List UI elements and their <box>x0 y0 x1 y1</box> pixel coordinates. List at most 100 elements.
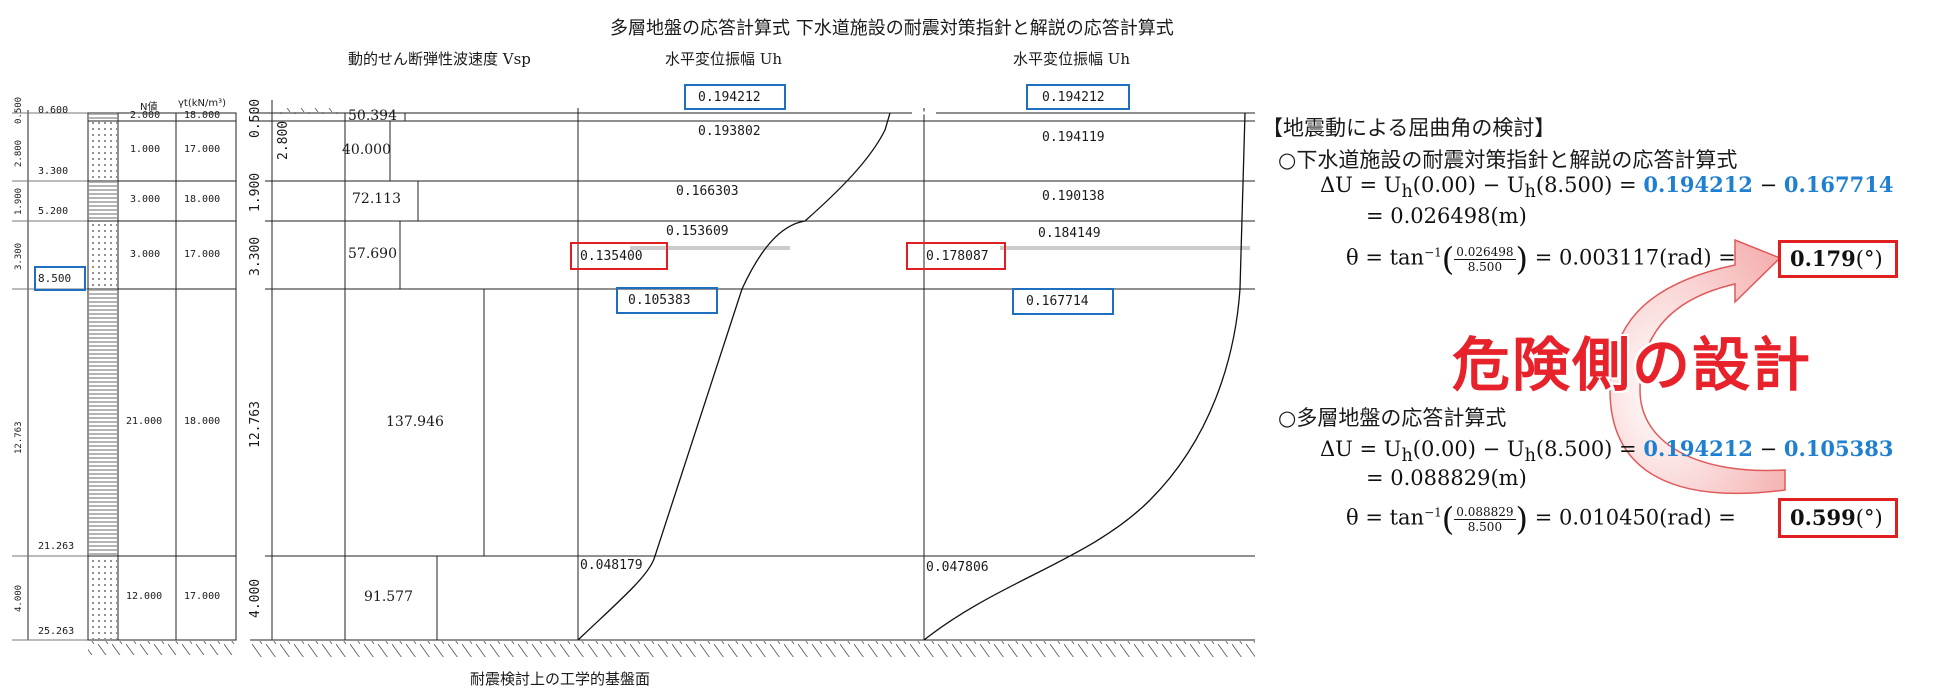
theta2-answer-box <box>1778 498 1898 538</box>
uh-right-value: 0.184149 <box>1038 226 1101 241</box>
eq-unit: (°) <box>1855 506 1883 530</box>
uh-left-value: 0.105383 <box>628 293 691 308</box>
gamma-value: 17.000 <box>184 144 221 155</box>
vsd-thickness-label: 2.800 <box>276 120 291 160</box>
eq-part: (0.00) − U <box>1412 437 1525 461</box>
uh-left-red-box <box>570 242 668 270</box>
uh-left-value: 0.048179 <box>580 558 643 573</box>
eq-part: (8.500) = <box>1535 437 1644 461</box>
method1-label: ○下水道施設の耐震対策指針と解説の応答計算式 <box>1278 148 1738 172</box>
frac-numerator: 0.026498 <box>1454 244 1516 260</box>
uh-left-value: 0.166303 <box>676 184 739 199</box>
vsd-thickness-label: 4.000 <box>248 578 263 618</box>
eq-part: (8.500) = <box>1535 173 1644 197</box>
diagram-title: 多層地盤の応答計算式 下水道施設の耐震対策指針と解説の応答計算式 <box>610 18 1174 39</box>
n-value: 12.000 <box>126 591 163 602</box>
eq-value-blue: 0.105383 <box>1783 436 1894 461</box>
eq-part: = 0.003117(rad) = <box>1528 245 1736 270</box>
depth-label: 25.263 <box>38 626 75 637</box>
uh-left-value: 0.193802 <box>698 124 761 139</box>
depth-label: 0.600 <box>38 105 69 116</box>
uh-right-value: 0.167714 <box>1026 294 1089 309</box>
uh-left-top-box <box>684 84 786 110</box>
n-value: 2.000 <box>130 110 161 121</box>
depth-label: 5.200 <box>38 206 69 217</box>
uh-left-value: 0.194212 <box>698 90 761 105</box>
uh-left-value: 0.153609 <box>666 224 729 239</box>
eq-unit: (°) <box>1855 247 1883 271</box>
vsd-thickness-label: 0.500 <box>248 98 263 138</box>
eq-sub: h <box>1401 446 1413 467</box>
uh-left-header: 水平変位振幅 Uh <box>665 50 783 68</box>
gamma-header: γt(kN/m³) <box>178 98 227 109</box>
vsd-thickness-label: 12.763 <box>248 401 263 448</box>
vsd-value: 91.577 <box>364 589 413 605</box>
uh-right-value: 0.194212 <box>1042 90 1105 105</box>
uh-right-red-box <box>906 242 1006 270</box>
eq-part: ΔU = U <box>1320 437 1402 461</box>
uh-right-value: 0.047806 <box>926 560 989 575</box>
eq-sub: h <box>1524 446 1536 467</box>
uh-left-bottom-box <box>616 287 718 314</box>
soil-thickness-label: 1.900 <box>14 187 24 215</box>
eq1-delta-u: ΔU = Uh(0.00) − Uh(8.500) = 0.194212 − 0… <box>1320 172 1893 202</box>
uh-left-value: 0.135400 <box>580 249 643 264</box>
uh-right-header: 水平変位振幅 Uh <box>1013 50 1131 68</box>
vsd-thickness-label: 1.900 <box>248 172 263 212</box>
eq-sup: −1 <box>1424 245 1442 260</box>
n-value: 21.000 <box>126 416 163 427</box>
gamma-value: 18.000 <box>184 194 221 205</box>
n-value-header: N値 <box>140 102 158 113</box>
danger-label: 危険側の設計 <box>1452 331 1813 399</box>
eq-sub: h <box>1524 182 1536 203</box>
soil-thickness-label: 12.763 <box>14 421 24 454</box>
uh-right-value: 0.178087 <box>926 249 989 264</box>
gamma-value: 18.000 <box>184 416 221 427</box>
eq-part: ΔU = U <box>1320 173 1402 197</box>
eq-value-blue: 0.194212 <box>1643 436 1753 461</box>
eq2-delta-u: ΔU = Uh(0.00) − Uh(8.500) = 0.194212 − 0… <box>1320 436 1893 466</box>
theta-answer-value: 0.599 <box>1790 505 1856 530</box>
theta2-answer: 0.599(°) <box>1790 505 1883 530</box>
soil-thickness-label: 0.500 <box>14 96 24 124</box>
annotation-heading: 【地震動による屈曲角の検討】 <box>1262 116 1556 140</box>
eq-sup: −1 <box>1424 505 1442 520</box>
eq-value-blue: 0.194212 <box>1643 172 1753 197</box>
frac-numerator: 0.088829 <box>1454 504 1516 520</box>
gamma-value: 17.000 <box>184 249 221 260</box>
vsd-value: 50.394 <box>348 108 397 124</box>
theta-answer-value: 0.179 <box>1790 246 1856 271</box>
theta1-answer: 0.179(°) <box>1790 246 1883 271</box>
frac-denominator: 8.500 <box>1467 519 1503 534</box>
eq-value-blue: 0.167714 <box>1783 172 1894 197</box>
depth-label-highlight: 8.500 <box>38 272 72 285</box>
eq-part: − <box>1752 437 1784 461</box>
uh-right-bottom-box <box>1012 288 1114 315</box>
soil-thickness-label: 4.000 <box>14 584 24 612</box>
gamma-value: 17.000 <box>184 591 221 602</box>
vsd-value: 72.113 <box>352 191 401 207</box>
n-value: 3.000 <box>130 194 161 205</box>
soil-thickness-label: 2.800 <box>14 139 24 167</box>
theta1-answer-box <box>1778 240 1898 278</box>
vsd-value: 40.000 <box>342 142 391 158</box>
soil-thickness-label: 3.300 <box>14 242 24 270</box>
eq-part: − <box>1752 173 1784 197</box>
uh-right-value: 0.190138 <box>1042 189 1105 204</box>
method2-label: ○多層地盤の応答計算式 <box>1278 406 1507 430</box>
uh-right-value: 0.194119 <box>1042 130 1105 145</box>
gamma-value: 18.000 <box>184 110 221 121</box>
eq-part: θ = tan <box>1346 505 1425 530</box>
vsd-header: 動的せん断弾性波速度 Vsp <box>348 50 531 68</box>
n-value: 1.000 <box>130 144 161 155</box>
frac-denominator: 8.500 <box>1467 259 1503 274</box>
vsd-value: 137.946 <box>386 414 444 430</box>
uh-right-top-box <box>1026 84 1130 110</box>
eq-sub: h <box>1401 182 1413 203</box>
eq2-result: = 0.088829(m) <box>1366 466 1527 490</box>
depth-label: 21.263 <box>38 541 75 552</box>
